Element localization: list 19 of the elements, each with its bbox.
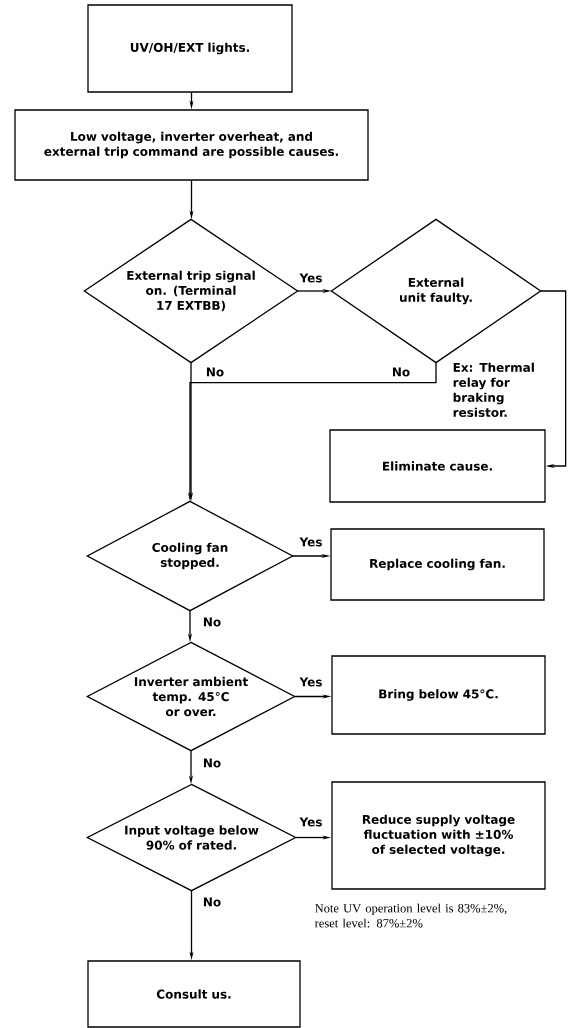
arrow [540, 290, 567, 469]
edge-label: No [201, 896, 223, 908]
process-box: Low voltage, inverter overheat, and external trip command are possible causes. [14, 109, 369, 181]
edge-label: No [201, 757, 223, 769]
edge-label: No [204, 366, 226, 378]
process-box: Reduce supply voltage fluctuation with ±10% of selected voltage. [331, 781, 546, 890]
edge-label: No [201, 616, 223, 628]
note-text: Note UV operation level is 83%±2%, reset level: 87%±2% [314, 903, 507, 928]
edge-label: No [390, 366, 412, 378]
edge-label: Yes [298, 272, 324, 284]
edge-label: Yes [298, 536, 324, 548]
process-box: Consult us. [87, 960, 301, 1028]
edge-label: Yes [298, 816, 324, 828]
edge-label: Yes [298, 676, 324, 688]
note-text: Ex: Thermal relay for braking resistor. [453, 362, 534, 417]
process-box: Bring below 45°C. [331, 655, 546, 735]
process-box: Replace cooling fan. [330, 528, 545, 601]
process-box: UV/OH/EXT lights. [87, 4, 293, 93]
process-box: Eliminate cause. [329, 429, 546, 503]
